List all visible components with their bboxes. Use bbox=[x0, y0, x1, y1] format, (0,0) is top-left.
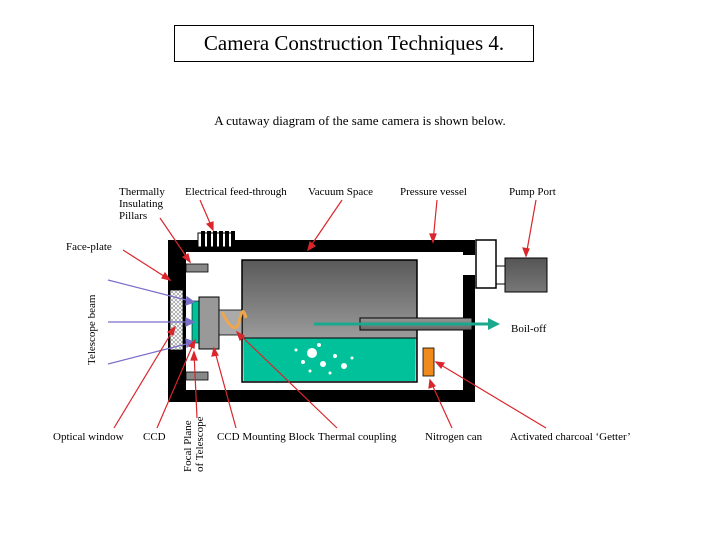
thermal-coupling-wire bbox=[220, 310, 248, 329]
label-focal-plane: Focal Plane of Telescope bbox=[182, 416, 206, 472]
face-plate bbox=[168, 240, 186, 402]
label-boil-off: Boil-off bbox=[511, 323, 547, 335]
label-telescope-beam: Telescope beam bbox=[86, 294, 98, 365]
insulating-pillars bbox=[185, 263, 209, 381]
label-ccd: CCD bbox=[143, 431, 166, 443]
label-nitrogen-can: Nitrogen can bbox=[425, 431, 483, 443]
label-thermal-coupling: Thermal coupling bbox=[318, 431, 397, 443]
label-ccd-mounting-block: CCD Mounting Block bbox=[217, 431, 315, 443]
label-vacuum-space: Vacuum Space bbox=[308, 186, 374, 198]
label-thermally-insulating-pillars: Thermally Insulating Pillars bbox=[119, 186, 165, 222]
label-face-plate: Face-plate bbox=[66, 241, 112, 253]
label-activated-charcoal: Activated charcoal ‘Getter’ bbox=[510, 431, 631, 443]
label-electrical-feedthrough: Electrical feed-through bbox=[185, 186, 287, 198]
electrical-feedthrough bbox=[197, 231, 235, 249]
pump-port bbox=[475, 239, 548, 293]
label-pump-port: Pump Port bbox=[509, 186, 556, 198]
slide-title: Camera Construction Techniques 4. bbox=[174, 25, 534, 62]
label-pressure-vessel: Pressure vessel bbox=[400, 186, 467, 198]
label-optical-window: Optical window bbox=[53, 431, 124, 443]
boil-off-tube bbox=[314, 317, 500, 331]
diagram-caption: A cutaway diagram of the same camera is … bbox=[214, 113, 506, 128]
label-pointers bbox=[113, 199, 547, 429]
getter bbox=[422, 347, 435, 377]
